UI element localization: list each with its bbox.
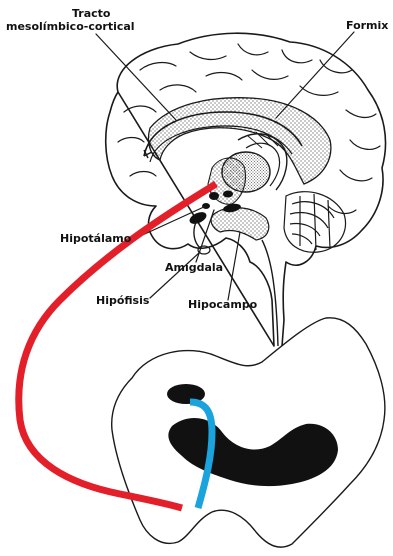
label-hipofisis: Hipófisis xyxy=(96,295,149,307)
label-hipocampo: Hipocampo xyxy=(188,299,257,311)
cerebellum xyxy=(284,192,346,253)
lower-schematic-outline xyxy=(112,318,385,547)
label-tracto-line2: mesolímbico-cortical xyxy=(6,21,135,33)
pituitary-stalk xyxy=(194,222,200,248)
label-tracto-line1: Tracto xyxy=(72,8,110,20)
schematic-main-blob xyxy=(168,418,338,486)
label-amigdala: Amígdala xyxy=(165,262,223,274)
label-fornix: Formix xyxy=(346,20,388,32)
label-hipotalamo: Hipotálamo xyxy=(60,233,131,245)
